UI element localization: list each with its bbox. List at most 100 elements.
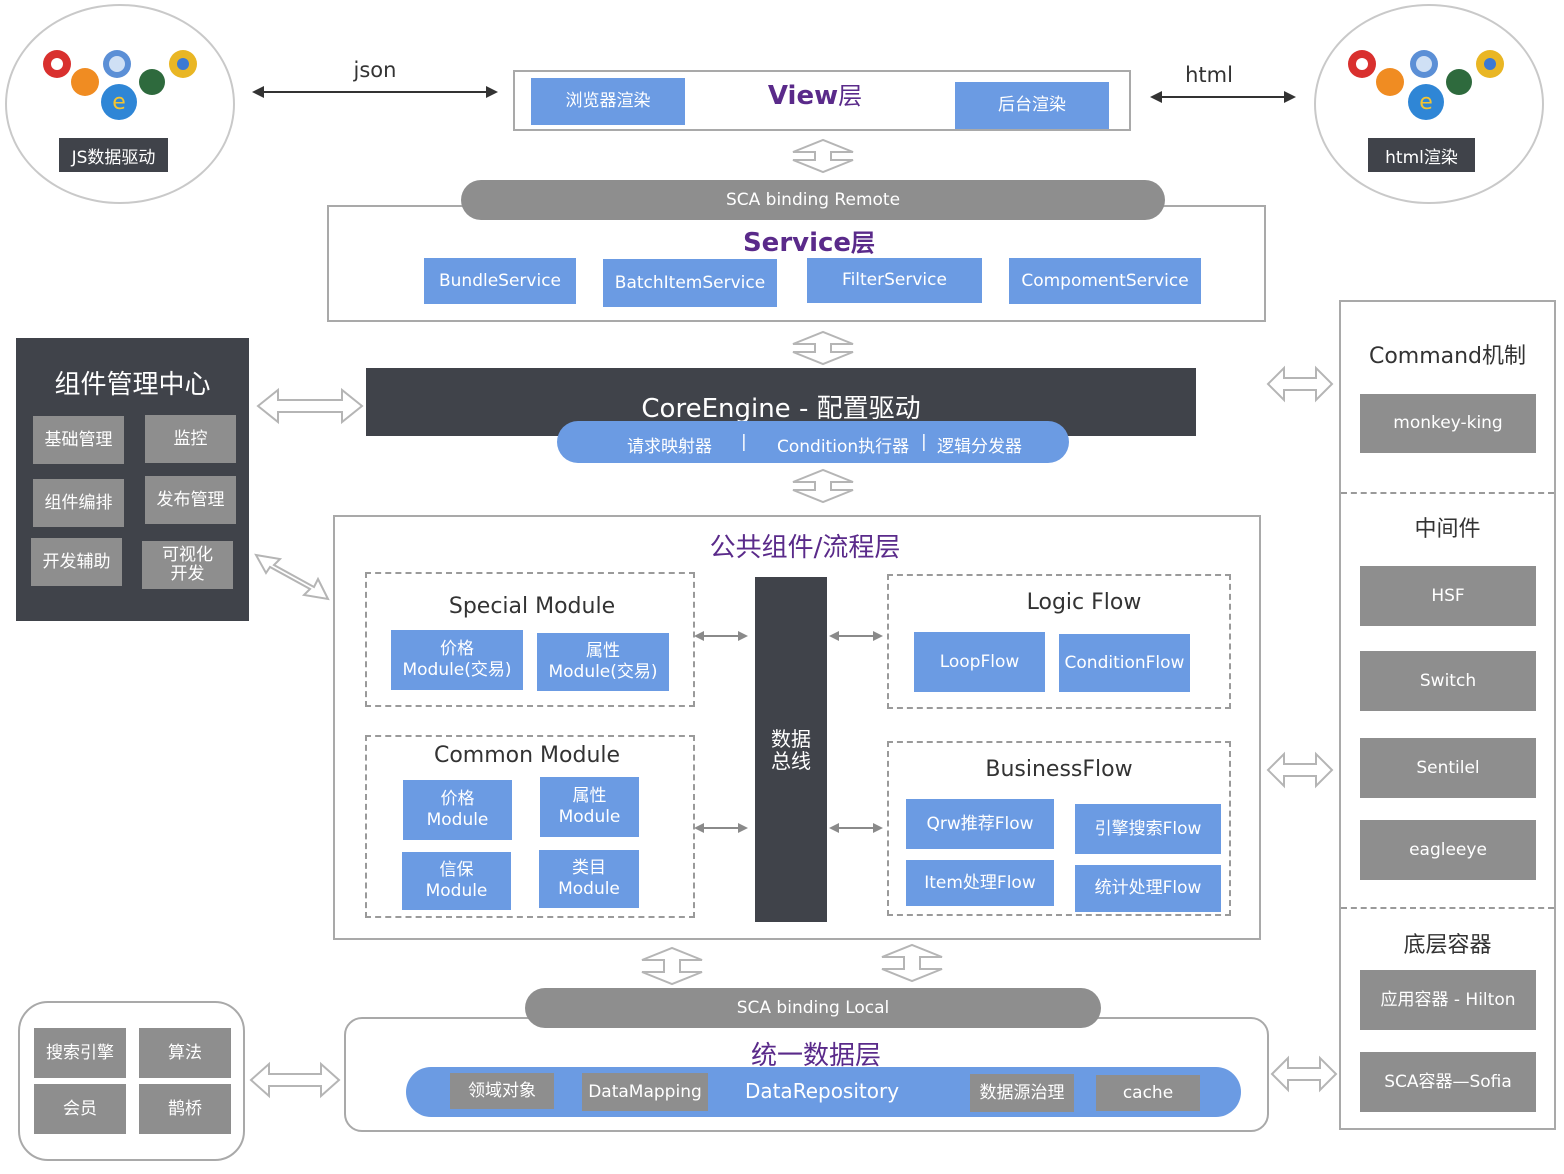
vertical-double-arrow-icon: [881, 943, 943, 983]
view-title-bold: View: [767, 81, 839, 111]
data-layer-title: 统一数据层: [750, 1041, 881, 1071]
double-arrow-icon: [1150, 91, 1296, 103]
view-layer: 浏览器渲染 View层 后台渲染: [513, 70, 1131, 131]
data-bus: 数据 总线: [755, 577, 827, 922]
flow-item: 引擎搜索Flow: [1075, 804, 1221, 854]
horizontal-double-arrow-icon: [256, 387, 364, 425]
flow-item: Item处理Flow: [906, 860, 1054, 906]
horizontal-double-arrow-icon: [1266, 751, 1334, 789]
horizontal-double-arrow-icon: [249, 1061, 341, 1099]
data-item: DataMapping: [582, 1073, 708, 1111]
core-bar-sep: |: [921, 432, 927, 452]
flow-item: Qrw推荐Flow: [906, 799, 1054, 849]
middleware-item: HSF: [1360, 566, 1536, 626]
business-flow: BusinessFlow Qrw推荐Flow 引擎搜索Flow Item处理Fl…: [887, 741, 1231, 916]
middleware-title: 中间件: [1414, 517, 1481, 542]
core-bar-item: 请求映射器: [627, 437, 712, 457]
container-title: 底层容器: [1403, 933, 1492, 958]
sca-binding-local: SCA binding Local: [525, 988, 1101, 1028]
view-left-box: 浏览器渲染: [531, 78, 685, 125]
module-item: 价格 Module(交易): [391, 630, 523, 690]
special-module: Special Module 价格 Module(交易) 属性 Module(交…: [365, 572, 695, 707]
right-panel: Command机制 monkey-king 中间件 HSF Switch Sen…: [1339, 300, 1556, 1130]
divider: [1341, 907, 1554, 909]
service-item: BatchItemService: [603, 259, 777, 307]
module-item: 类目 Module: [539, 850, 639, 908]
common-module: Common Module 价格 Module 属性 Module 信保 Mod…: [365, 735, 695, 918]
flow-item: LoopFlow: [914, 632, 1045, 692]
service-item: FilterService: [807, 258, 982, 303]
svg-text:e: e: [1419, 90, 1433, 115]
container-item: 应用容器 - Hilton: [1360, 970, 1536, 1030]
external-item: 鹊桥: [139, 1084, 231, 1134]
browser-label-left: JS数据驱动: [59, 138, 168, 172]
command-title: Command机制: [1368, 344, 1527, 369]
common-module-title: Common Module: [433, 743, 621, 768]
double-arrow-icon: [829, 631, 883, 641]
logic-flow-title: Logic Flow: [1026, 590, 1142, 615]
browser-group-right: e html渲染: [1314, 4, 1544, 204]
browser-logos-icon: e: [43, 50, 197, 120]
flow-item: ConditionFlow: [1059, 634, 1190, 692]
external-systems: 搜索引擎 算法 会员 鹊桥: [18, 1001, 245, 1161]
diagonal-double-arrow-icon: [254, 553, 330, 601]
data-item: 领域对象: [450, 1073, 554, 1109]
external-item: 会员: [34, 1084, 126, 1134]
data-repository-bar: 领域对象 DataMapping DataRepository 数据源治理 ca…: [406, 1067, 1241, 1117]
data-item: 数据源治理: [970, 1074, 1074, 1112]
service-item: CompomentService: [1009, 258, 1201, 304]
double-arrow-icon: [252, 86, 498, 98]
middleware-item: Sentilel: [1360, 738, 1536, 798]
external-item: 算法: [139, 1028, 231, 1078]
horizontal-double-arrow-icon: [1266, 365, 1334, 403]
arrow-left-label: json: [353, 58, 397, 82]
component-item: 基础管理: [33, 416, 124, 464]
service-item: BundleService: [424, 258, 576, 304]
component-item: 监控: [145, 415, 236, 463]
core-bar-item: Condition执行器: [777, 437, 910, 457]
command-item: monkey-king: [1360, 394, 1536, 453]
arrow-right-label: html: [1185, 63, 1233, 87]
external-item: 搜索引擎: [34, 1028, 126, 1078]
service-title-bold: Service: [742, 228, 852, 258]
core-bar-sep: |: [741, 432, 747, 452]
special-module-title: Special Module: [448, 594, 616, 619]
horizontal-double-arrow-icon: [1270, 1055, 1338, 1093]
service-layer: Service层 BundleService BatchItemService …: [327, 205, 1266, 322]
component-center: 组件管理中心 基础管理 监控 组件编排 发布管理 开发辅助 可视化 开发: [16, 338, 249, 621]
svg-text:e: e: [112, 90, 126, 115]
module-item: 信保 Module: [402, 852, 511, 910]
view-layer-title: View层: [735, 76, 895, 111]
service-layer-title: Service层: [709, 223, 909, 258]
sca-binding-remote: SCA binding Remote: [461, 180, 1165, 220]
core-bar-item: 逻辑分发器: [937, 437, 1022, 457]
data-layer: 统一数据层 领域对象 DataMapping DataRepository 数据…: [344, 1017, 1269, 1132]
business-flow-title: BusinessFlow: [985, 757, 1133, 782]
flow-item: 统计处理Flow: [1075, 865, 1221, 912]
browser-label-right: html渲染: [1368, 138, 1475, 172]
core-engine-title: CoreEngine - 配置驱动: [641, 394, 921, 424]
service-title-suffix: 层: [851, 229, 876, 257]
double-arrow-icon: [694, 631, 748, 641]
module-item: 属性 Module(交易): [537, 633, 669, 691]
vertical-double-arrow-icon: [792, 330, 854, 366]
browser-group-left: e JS数据驱动: [5, 4, 235, 204]
browser-logos-icon: e: [1348, 50, 1504, 120]
middleware-item: Switch: [1360, 651, 1536, 711]
vertical-double-arrow-icon: [641, 946, 703, 986]
double-arrow-icon: [694, 823, 748, 833]
middleware-item: eagleeye: [1360, 820, 1536, 880]
logic-flow: Logic Flow LoopFlow ConditionFlow: [887, 574, 1231, 709]
module-item: 价格 Module: [403, 780, 512, 840]
component-center-title: 组件管理中心: [54, 370, 211, 400]
container-item: SCA容器—Sofia: [1360, 1052, 1536, 1112]
vertical-double-arrow-icon: [792, 468, 854, 504]
common-layer-title: 公共组件/流程层: [709, 533, 901, 563]
data-repository-label: DataRepository: [744, 1079, 900, 1103]
divider: [1341, 492, 1554, 494]
data-item: cache: [1096, 1075, 1200, 1111]
module-item: 属性 Module: [540, 777, 639, 837]
component-item: 开发辅助: [31, 538, 122, 586]
double-arrow-icon: [829, 823, 883, 833]
core-engine-bar: 请求映射器 | Condition执行器 | 逻辑分发器: [557, 421, 1069, 463]
